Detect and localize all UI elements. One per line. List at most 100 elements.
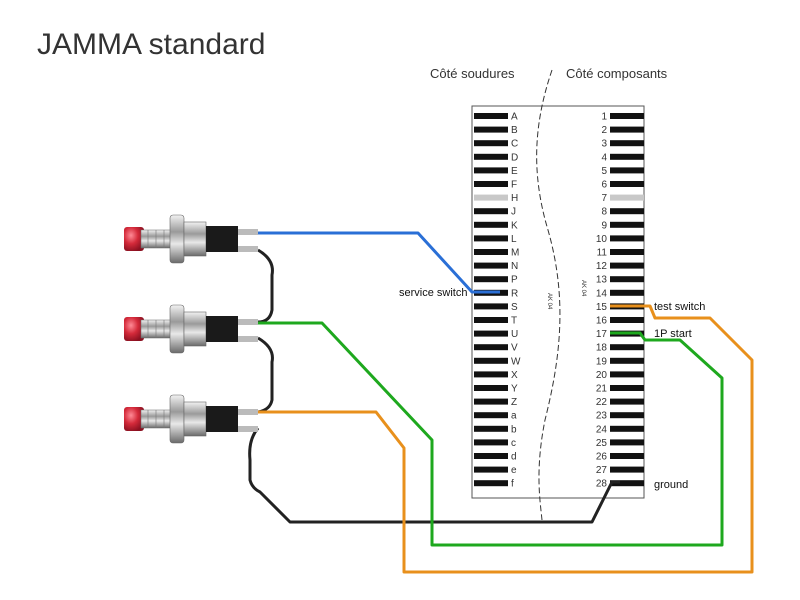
component-contact-21 <box>610 385 644 391</box>
component-contact-27 <box>610 466 644 473</box>
component-pin-label: 9 <box>601 220 607 231</box>
solder-pin-label: T <box>511 316 517 327</box>
solder-pin-label: Z <box>511 397 517 408</box>
solder-contact-f <box>474 480 508 487</box>
component-contact-10 <box>610 235 644 242</box>
component-pin-label: 17 <box>596 329 608 340</box>
solder-pin-label: H <box>511 193 518 204</box>
component-contact-26 <box>610 453 644 459</box>
component-contact-23 <box>610 412 644 419</box>
component-pin-label: 11 <box>597 248 608 259</box>
component-contact-7 <box>610 194 644 201</box>
component-contact-25 <box>610 439 644 446</box>
component-contact-24 <box>610 425 644 432</box>
component-pin-label: 18 <box>596 343 608 354</box>
component-pin-label: 25 <box>596 438 608 449</box>
component-pin-label: 20 <box>596 370 608 381</box>
solder-contact-L <box>474 235 508 242</box>
solder-contact-W <box>474 357 508 364</box>
solder-contact-B <box>474 126 508 133</box>
solder-pin-label: E <box>511 166 518 177</box>
solder-contact-Y <box>474 385 508 391</box>
solder-contact-c <box>474 439 508 446</box>
component-pin-label: 7 <box>601 193 607 204</box>
solder-contact-F <box>474 181 508 187</box>
component-contact-4 <box>610 153 644 160</box>
solder-side-label: Côté soudures <box>430 66 515 81</box>
1p-start-label: 1P start <box>654 328 692 340</box>
solder-contact-E <box>474 167 508 174</box>
solder-pin-label: R <box>511 288 518 299</box>
component-contact-13 <box>610 276 644 283</box>
component-contact-19 <box>610 357 644 364</box>
component-pin-label: 22 <box>596 397 608 408</box>
solder-contact-d <box>474 453 508 459</box>
board-marking-left: AK 04 <box>546 293 552 310</box>
component-pin-label: 5 <box>601 166 607 177</box>
push-button-icon <box>124 394 258 444</box>
component-contact-11 <box>610 249 644 255</box>
solder-contact-T <box>474 317 508 323</box>
board-divider-line <box>536 69 561 521</box>
solder-pin-label: M <box>511 248 519 259</box>
solder-pin-label: P <box>511 275 518 286</box>
component-contact-1 <box>610 113 644 119</box>
solder-pin-label: C <box>511 139 518 150</box>
component-contact-18 <box>610 344 644 351</box>
solder-contact-P <box>474 276 508 283</box>
solder-pin-label: V <box>511 343 518 354</box>
component-contact-2 <box>610 126 644 133</box>
component-pin-label: 16 <box>596 316 608 327</box>
component-pin-label: 27 <box>596 465 608 476</box>
component-pin-label: 15 <box>596 302 608 313</box>
component-contact-8 <box>610 208 644 215</box>
service-switch-label: service switch <box>399 287 467 299</box>
component-contact-20 <box>610 371 644 378</box>
solder-contact-a <box>474 412 508 419</box>
solder-pin-label: B <box>511 125 518 136</box>
component-contact-16 <box>610 317 644 323</box>
component-pin-label: 10 <box>596 234 608 245</box>
component-contact-9 <box>610 221 644 228</box>
solder-contact-M <box>474 249 508 255</box>
component-contact-12 <box>610 262 644 269</box>
1p-start-wire <box>258 321 724 547</box>
component-contact-14 <box>610 289 644 296</box>
component-pin-label: 26 <box>596 452 608 463</box>
solder-contact-N <box>474 262 508 269</box>
solder-pin-label: e <box>511 465 517 476</box>
solder-contact-S <box>474 303 508 310</box>
component-pin-label: 24 <box>596 424 608 435</box>
component-side-label: Côté composants <box>566 66 668 81</box>
solder-contact-A <box>474 113 508 119</box>
solder-pin-label: X <box>511 370 518 381</box>
test-switch-label: test switch <box>654 301 705 313</box>
component-pin-label: 12 <box>596 261 608 272</box>
component-pin-label: 8 <box>601 207 607 218</box>
solder-pin-label: b <box>511 424 517 435</box>
component-contact-28 <box>610 480 644 487</box>
component-contact-5 <box>610 167 644 174</box>
solder-pin-label: S <box>511 302 518 313</box>
solder-contact-C <box>474 140 508 147</box>
ground-label: ground <box>654 479 688 491</box>
component-contact-3 <box>610 140 644 147</box>
solder-contact-U <box>474 330 508 337</box>
solder-pin-label: Y <box>511 384 518 395</box>
component-pin-label: 4 <box>601 152 607 163</box>
solder-pin-label: W <box>511 356 521 367</box>
solder-pin-label: d <box>511 452 517 463</box>
component-pin-label: 13 <box>596 275 608 286</box>
service-switch-wire <box>258 231 500 294</box>
solder-pin-label: U <box>511 329 518 340</box>
solder-pin-label: K <box>511 220 518 231</box>
push-button-icon <box>124 304 258 354</box>
component-pin-label: 28 <box>596 479 608 490</box>
solder-contact-K <box>474 221 508 228</box>
solder-pin-label: J <box>511 207 516 218</box>
solder-pin-label: a <box>511 411 517 422</box>
solder-pin-label: F <box>511 180 517 191</box>
component-pin-label: 2 <box>601 125 607 136</box>
